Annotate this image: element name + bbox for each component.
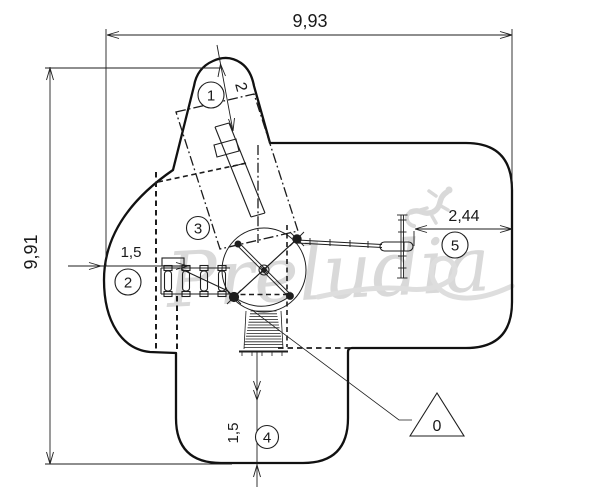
dim-offset-right: 2,44 xyxy=(448,208,479,225)
balloon-2: 2 xyxy=(114,268,142,296)
playground-outline xyxy=(102,56,514,465)
leader-line xyxy=(251,309,412,421)
slide-zone-dashdot xyxy=(175,93,299,250)
balloon-1: 1 xyxy=(197,81,225,109)
cross-beam xyxy=(397,214,408,279)
hidden-zone-dashed-lines xyxy=(155,162,350,352)
watermark: Preludia xyxy=(162,186,515,325)
balance-beam xyxy=(296,238,414,252)
watermark-text: Preludia xyxy=(162,219,492,325)
balloon-4: 4 xyxy=(254,424,280,450)
slide xyxy=(213,122,266,218)
dim-overall-width: 9,93 xyxy=(292,11,327,31)
dim-offset-left: 1,5 xyxy=(121,244,142,261)
dim-offset-bottom: 1,5 xyxy=(225,423,242,444)
watermark-flourish xyxy=(315,255,515,301)
balloon-3: 3 xyxy=(185,215,211,241)
dim-overall-height: 9,91 xyxy=(21,234,41,269)
svg-text:1: 1 xyxy=(207,88,215,105)
svg-text:5: 5 xyxy=(451,238,459,255)
balloon-5: 5 xyxy=(441,231,469,259)
gecko-icon xyxy=(404,186,453,228)
svg-text:3: 3 xyxy=(194,221,202,238)
slide-dimension-arrow xyxy=(216,44,235,132)
svg-text:4: 4 xyxy=(263,430,271,447)
datum-label: 0 xyxy=(433,418,442,435)
dimension-lines xyxy=(45,29,513,487)
spiral-stairs xyxy=(239,310,288,356)
slide-length-label: 2 xyxy=(231,81,250,94)
climber-carousel xyxy=(221,227,307,313)
svg-text:2: 2 xyxy=(124,275,132,292)
datum-triangle: 0 xyxy=(409,391,465,437)
